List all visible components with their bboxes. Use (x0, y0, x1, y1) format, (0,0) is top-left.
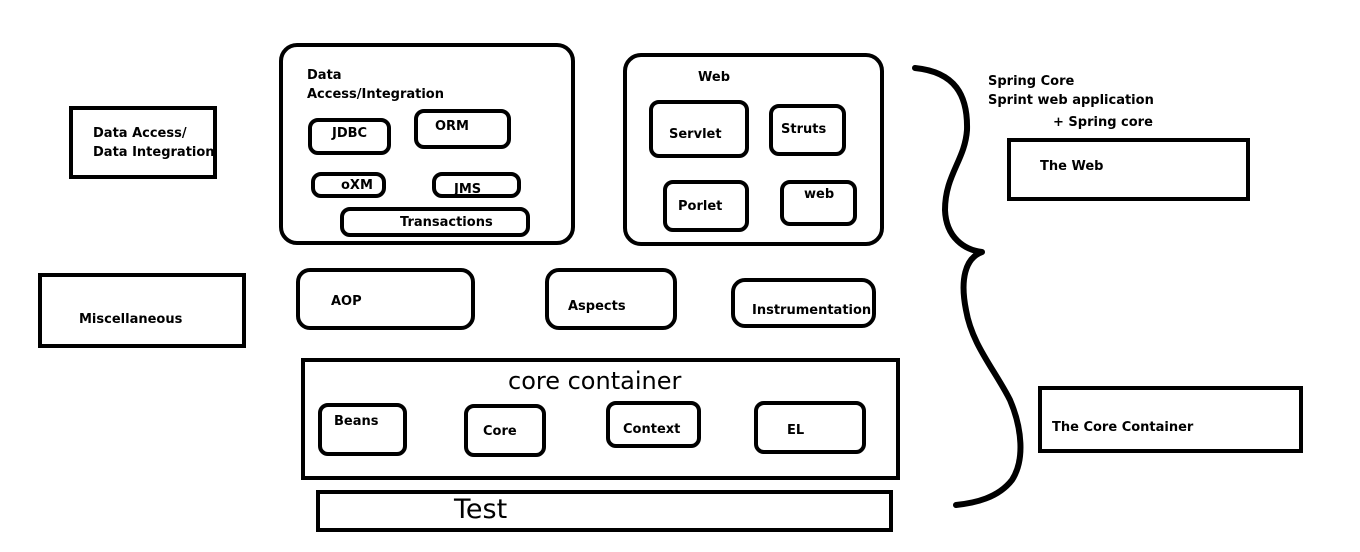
struts-label: Struts (781, 122, 827, 137)
jms-label: JMS (454, 182, 482, 197)
data-access-group-title-line2: Access/Integration (307, 87, 444, 102)
data-access-group-title-line1: Data (307, 68, 342, 83)
the-web-box (1007, 138, 1250, 201)
jms-module (432, 172, 521, 198)
core-label: Core (483, 424, 517, 439)
transactions-label: Transactions (400, 215, 493, 230)
oxm-module (311, 172, 386, 198)
data-access-label-line1: Data Access/ (93, 126, 187, 141)
servlet-label: Servlet (669, 127, 722, 142)
curly-brace-stroke (912, 65, 1024, 508)
instrumentation-module (731, 278, 876, 328)
context-module (606, 401, 701, 448)
note-sprint-web-application: Sprint web application (988, 93, 1154, 108)
core-module (464, 404, 546, 457)
the-core-container-box (1038, 386, 1303, 453)
aspects-module (545, 268, 677, 330)
test-label: Test (454, 494, 508, 525)
servlet-module (649, 100, 749, 158)
miscellaneous-box (38, 273, 246, 348)
the-web-label: The Web (1040, 159, 1104, 174)
miscellaneous-label: Miscellaneous (79, 312, 183, 327)
jdbc-module (308, 118, 391, 155)
oxm-label: oXM (341, 178, 373, 193)
struts-module (769, 104, 846, 156)
the-core-container-label: The Core Container (1052, 420, 1194, 435)
beans-label: Beans (334, 414, 379, 429)
note-spring-core: Spring Core (988, 74, 1075, 89)
test-box (316, 490, 893, 532)
web-group-title: Web (698, 70, 730, 85)
web-label: web (804, 187, 835, 202)
orm-module (414, 109, 511, 149)
note-plus-spring-core: + Spring core (1053, 115, 1153, 130)
web-module (780, 180, 857, 226)
el-label: EL (787, 423, 805, 438)
data-access-box (69, 106, 217, 179)
porlet-module (663, 180, 749, 232)
orm-label: ORM (435, 119, 469, 134)
data-access-label-line2: Data Integration (93, 145, 215, 160)
aop-module (296, 268, 475, 330)
porlet-label: Porlet (678, 199, 723, 214)
context-label: Context (623, 422, 681, 437)
aop-label: AOP (331, 294, 362, 309)
core-container-title: core container (508, 367, 682, 395)
beans-module (318, 403, 407, 456)
jdbc-label: JDBC (332, 126, 368, 141)
instrumentation-label: Instrumentation (752, 303, 872, 318)
el-module (754, 401, 866, 454)
aspects-label: Aspects (568, 299, 626, 314)
transactions-module (340, 207, 530, 237)
